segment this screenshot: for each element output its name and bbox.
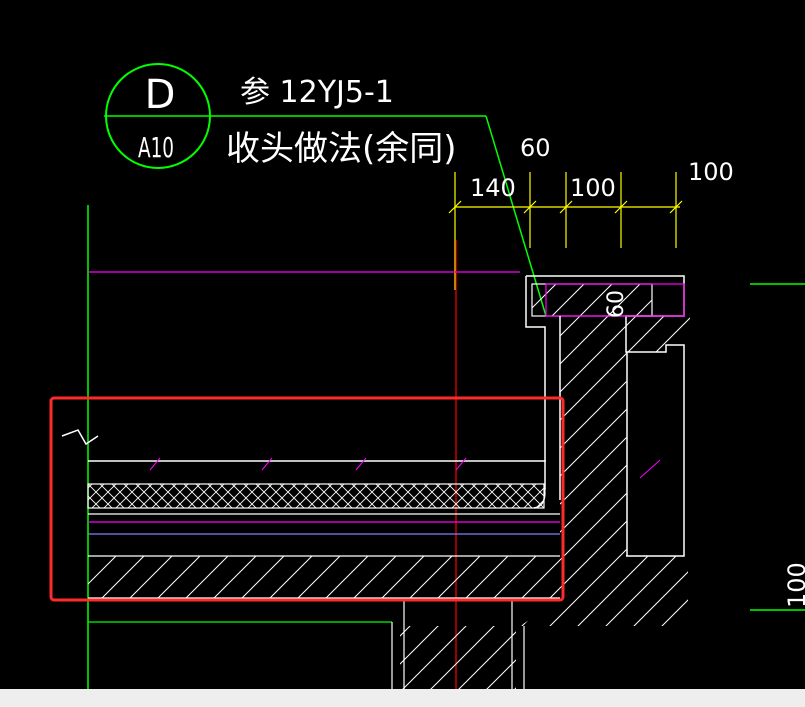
cad-viewport[interactable]: D A10 参 12YJ5-1 收头做法(余同) 60 140 100 100 <box>0 0 805 689</box>
leader-line <box>485 115 547 317</box>
dimension-100-a: 100 <box>570 174 616 202</box>
dimension-140: 140 <box>470 174 516 202</box>
reference-standard-text: 参 12YJ5-1 <box>240 75 394 110</box>
parapet-cap <box>531 283 653 317</box>
roof-layers <box>87 457 661 599</box>
parapet-dimension-60: 60 <box>604 290 629 318</box>
termination-note-text: 收头做法(余同) <box>226 129 457 169</box>
dimension-100-b: 100 <box>688 158 734 186</box>
highlight-box <box>49 396 565 602</box>
parapet-wall: 60 <box>400 275 690 689</box>
cad-drawing: D A10 参 12YJ5-1 收头做法(余同) 60 140 100 100 <box>49 63 805 689</box>
dimension-100-right: 100 <box>783 562 805 608</box>
insulation-layer <box>87 483 545 509</box>
dimension-60-top: 60 <box>520 134 551 162</box>
detail-letter: D <box>145 72 176 118</box>
break-line-symbol <box>61 429 99 446</box>
dimension-chain <box>448 172 683 290</box>
structural-slab <box>88 556 560 598</box>
status-bar <box>0 689 805 707</box>
detail-sheet-number: A10 <box>138 131 174 164</box>
parapet-cap-magenta <box>545 283 685 317</box>
detail-callout-symbol: D A10 <box>104 63 486 169</box>
